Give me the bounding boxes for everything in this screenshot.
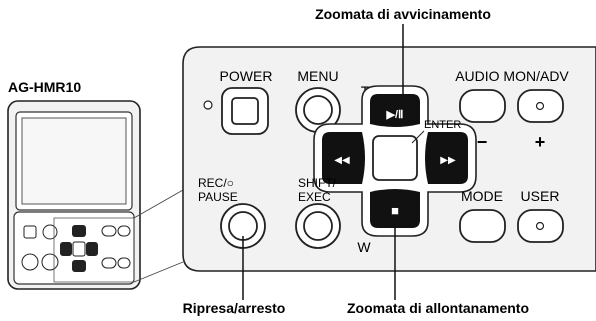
enter-leader-line xyxy=(411,130,425,144)
device-model-label: AG-HMR10 xyxy=(8,79,81,95)
pause-label: PAUSE xyxy=(198,190,238,204)
audio-mon-adv-label: AUDIO MON/ADV xyxy=(455,68,569,84)
plus-label: + xyxy=(535,132,546,152)
fast-forward-button[interactable]: ▶▶ xyxy=(425,132,468,184)
play-pause-button[interactable]: ▶/Ⅱ xyxy=(370,94,420,127)
callout-zoom-out: Zoomata di allontanamento xyxy=(347,300,529,316)
rewind-icon: ◀◀ xyxy=(334,155,350,166)
stop-button[interactable]: ■ xyxy=(370,189,420,228)
play-pause-icon: ▶/Ⅱ xyxy=(386,109,404,121)
rec-label: REC/○ xyxy=(198,176,234,190)
device-thumbnail xyxy=(7,100,141,290)
user-button[interactable] xyxy=(517,209,564,243)
zoom-connector-top xyxy=(133,189,184,219)
menu-button[interactable] xyxy=(295,87,341,133)
enter-button[interactable] xyxy=(372,135,418,181)
rewind-button[interactable]: ◀◀ xyxy=(322,132,365,184)
minus-label: − xyxy=(477,132,488,152)
rec-pause-button[interactable] xyxy=(220,203,266,249)
mode-label: MODE xyxy=(461,188,503,204)
shift-exec-button[interactable] xyxy=(295,203,341,249)
fast-forward-icon: ▶▶ xyxy=(440,155,456,166)
zoom-connector-bottom xyxy=(133,261,184,283)
exec-label: EXEC xyxy=(298,190,331,204)
power-label: POWER xyxy=(220,68,273,84)
user-label: USER xyxy=(521,188,560,204)
callout-zoom-in: Zoomata di avvicinamento xyxy=(315,6,491,22)
power-button[interactable] xyxy=(221,87,269,135)
audio-plus-button[interactable] xyxy=(517,89,564,123)
stop-icon: ■ xyxy=(391,203,399,218)
power-led-icon xyxy=(203,100,213,110)
menu-label: MENU xyxy=(297,68,338,84)
audio-minus-button[interactable] xyxy=(459,89,506,123)
callout-rec-pause: Ripresa/arresto xyxy=(183,300,286,316)
enter-label: ENTER xyxy=(424,119,461,131)
zoom-wide-label: W xyxy=(357,239,371,255)
mode-button[interactable] xyxy=(459,209,506,243)
shift-label: SHIFT/ xyxy=(298,176,337,190)
